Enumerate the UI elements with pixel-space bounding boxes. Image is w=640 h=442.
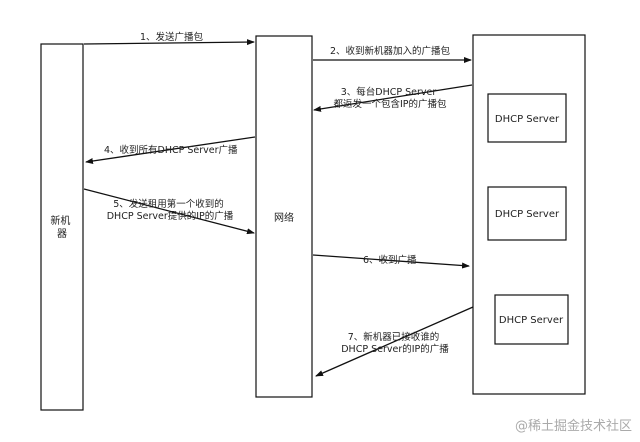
message-step-3: 3、每台DHCP Server 都返发一个包含IP的广播包: [333, 86, 447, 110]
new-machine-box: [40, 43, 84, 411]
arrow-step-3: [313, 84, 473, 112]
message-step-2-line-1: 2、收到新机器加入的广播包: [330, 45, 451, 57]
arrow-step-5: [83, 188, 255, 235]
dhcp-server-label-1: DHCP Server: [495, 114, 560, 125]
dhcp-server-box-2: [487, 186, 567, 241]
dhcp-server-box-1: [487, 93, 567, 143]
arrow-step-1: [83, 39, 255, 46]
dhcp-server-label-3: DHCP Server: [499, 315, 564, 326]
message-step-3-line-2: 都返发一个包含IP的广播包: [333, 98, 447, 110]
arrow-step-4: [85, 136, 256, 164]
new-machine-label-line-1: 新机: [50, 214, 70, 227]
network-box: [255, 35, 313, 398]
new-machine-label-line-2: 器: [57, 228, 67, 240]
message-step-6-line-1: 6、收到广播: [363, 254, 417, 266]
message-step-1-line-1: 1、发送广播包: [140, 31, 204, 43]
message-step-5-line-1: 5、发送租用第一个收到的: [113, 198, 224, 210]
new-machine-label: 新机 器: [50, 214, 73, 240]
message-step-5: 5、发送租用第一个收到的 DHCP Server提供的IP的广播: [107, 198, 234, 222]
dhcp-server-label-2: DHCP Server: [495, 209, 560, 220]
message-step-7-line-1: 7、新机器已接收谁的: [348, 331, 440, 343]
message-step-2: 2、收到新机器加入的广播包: [330, 45, 451, 57]
arrow-step-6: [312, 254, 470, 269]
message-step-3-line-1: 3、每台DHCP Server: [341, 86, 437, 98]
message-step-6: 6、收到广播: [363, 254, 417, 266]
message-step-4-line-1: 4、收到所有DHCP Server广播: [104, 144, 238, 156]
message-step-1: 1、发送广播包: [140, 31, 204, 43]
watermark-text: @稀土掘金技术社区: [515, 418, 632, 434]
dhcp-server-box-3: [494, 294, 569, 345]
network-label: 网络: [274, 211, 294, 224]
message-step-7-line-2: DHCP Server的IP的广播: [341, 343, 449, 355]
message-step-7: 7、新机器已接收谁的 DHCP Server的IP的广播: [341, 331, 449, 355]
message-step-5-line-2: DHCP Server提供的IP的广播: [107, 210, 234, 222]
message-step-4: 4、收到所有DHCP Server广播: [104, 144, 238, 156]
arrow-step-7: [315, 306, 474, 377]
